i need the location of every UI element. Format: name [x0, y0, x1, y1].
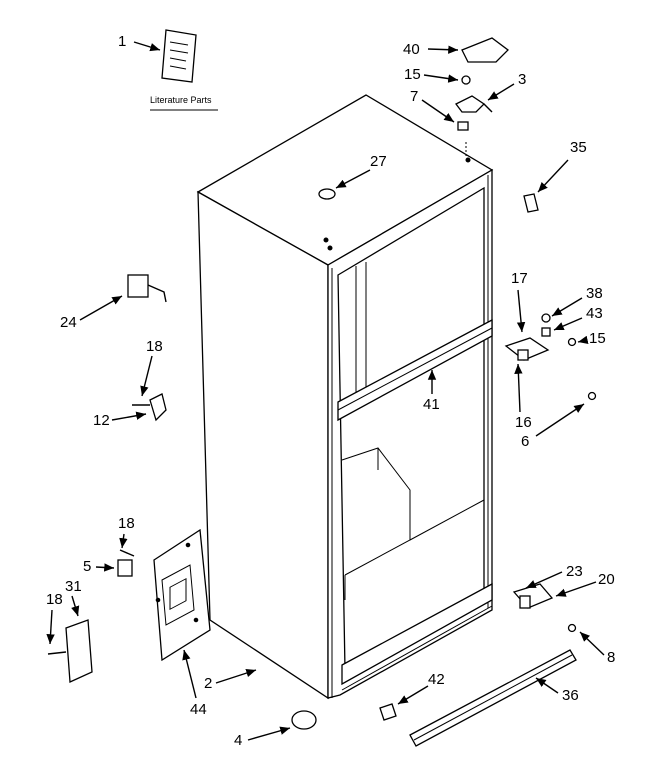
plug-27 — [318, 188, 336, 200]
callout-1: 1 — [118, 33, 126, 50]
callout-27: 27 — [370, 153, 387, 170]
callout-23: 23 — [566, 563, 583, 580]
callout-38: 38 — [586, 285, 603, 302]
shim-7 — [457, 121, 469, 131]
screw-15-top — [461, 75, 471, 85]
top-hinge-3 — [455, 95, 486, 113]
screw-8 — [567, 623, 577, 633]
cord-clamp-24 — [127, 274, 167, 303]
callout-8: 8 — [607, 649, 615, 666]
callout-41: 41 — [423, 396, 440, 413]
callout-5: 5 — [83, 558, 91, 575]
callout-24: 24 — [60, 314, 77, 331]
callout-31: 31 — [65, 578, 82, 595]
callout-16: 16 — [515, 414, 532, 431]
bushing-43 — [541, 327, 551, 337]
callout-18-c: 18 — [46, 591, 63, 608]
callout-15-mid: 15 — [589, 330, 606, 347]
callout-43: 43 — [586, 305, 603, 322]
callout-42: 42 — [428, 671, 445, 688]
bracket-5 — [117, 559, 133, 577]
refrigerator-cabinet — [196, 94, 494, 700]
callout-4: 4 — [234, 732, 242, 749]
bottom-hinge-20 — [512, 583, 554, 609]
callout-12: 12 — [93, 412, 110, 429]
callout-20: 20 — [598, 571, 615, 588]
literature-label: Literature Parts — [150, 95, 212, 105]
callout-6: 6 — [521, 433, 529, 450]
callout-17: 17 — [511, 270, 528, 287]
callout-7: 7 — [410, 88, 418, 105]
screw-15-mid — [567, 337, 577, 347]
screw-6 — [587, 391, 597, 401]
callouts: 1 2 3 4 5 6 7 8 12 15 15 16 17 18 18 18 — [46, 33, 615, 749]
callout-36: 36 — [562, 687, 579, 704]
center-hinge-16 — [504, 337, 550, 361]
toe-grille-36 — [409, 649, 577, 747]
clip-42 — [379, 703, 397, 721]
literature-parts: Literature Parts — [150, 29, 218, 111]
stop-35 — [523, 193, 539, 213]
leveler-4 — [291, 710, 317, 730]
callout-3: 3 — [518, 71, 526, 88]
rear-panel-44 — [153, 528, 211, 662]
callout-35: 35 — [570, 139, 587, 156]
callout-2: 2 — [204, 675, 212, 692]
callout-44: 44 — [190, 701, 207, 718]
callout-15-top: 15 — [404, 66, 421, 83]
callout-18-a: 18 — [146, 338, 163, 355]
bracket-12 — [132, 393, 167, 422]
hinge-cover-40 — [461, 37, 509, 63]
cover-31 — [65, 619, 93, 683]
callout-18-b: 18 — [118, 515, 135, 532]
washer-38 — [541, 313, 551, 323]
callout-40: 40 — [403, 41, 420, 58]
